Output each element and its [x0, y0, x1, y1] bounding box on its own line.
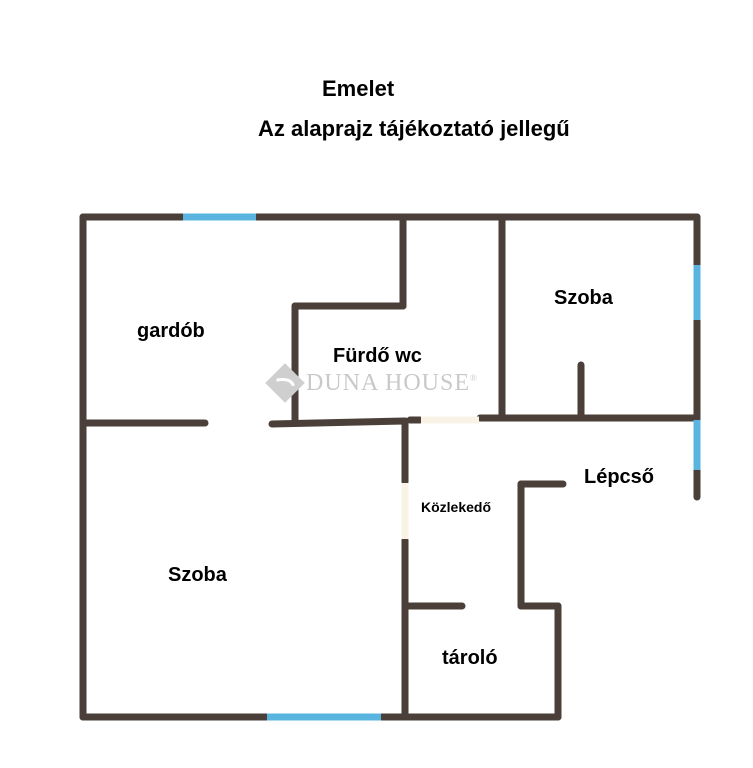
- room-label-furdo: Fürdő wc: [333, 345, 422, 367]
- watermark-text: DUNA HOUSE: [306, 370, 471, 396]
- room-label-tarolo: tároló: [442, 647, 498, 669]
- doors: [401, 416, 479, 539]
- room-label-gardob: gardób: [137, 320, 205, 342]
- watermark: DUNA HOUSE®: [306, 370, 478, 397]
- walls: [79, 213, 701, 721]
- duna-house-logo-icon: [265, 363, 305, 403]
- room-label-lepcso: Lépcső: [584, 466, 655, 488]
- page-subtitle: Az alaprajz tájékoztató jellegű: [258, 116, 570, 141]
- watermark-registered: ®: [470, 373, 478, 383]
- room-label-kozlekedo: Közlekedő: [421, 499, 492, 515]
- page-title: Emelet: [322, 76, 395, 101]
- room-label-szoba-bottom: Szoba: [168, 564, 227, 586]
- windows: [183, 213, 701, 721]
- room-label-szoba-top: Szoba: [554, 287, 613, 309]
